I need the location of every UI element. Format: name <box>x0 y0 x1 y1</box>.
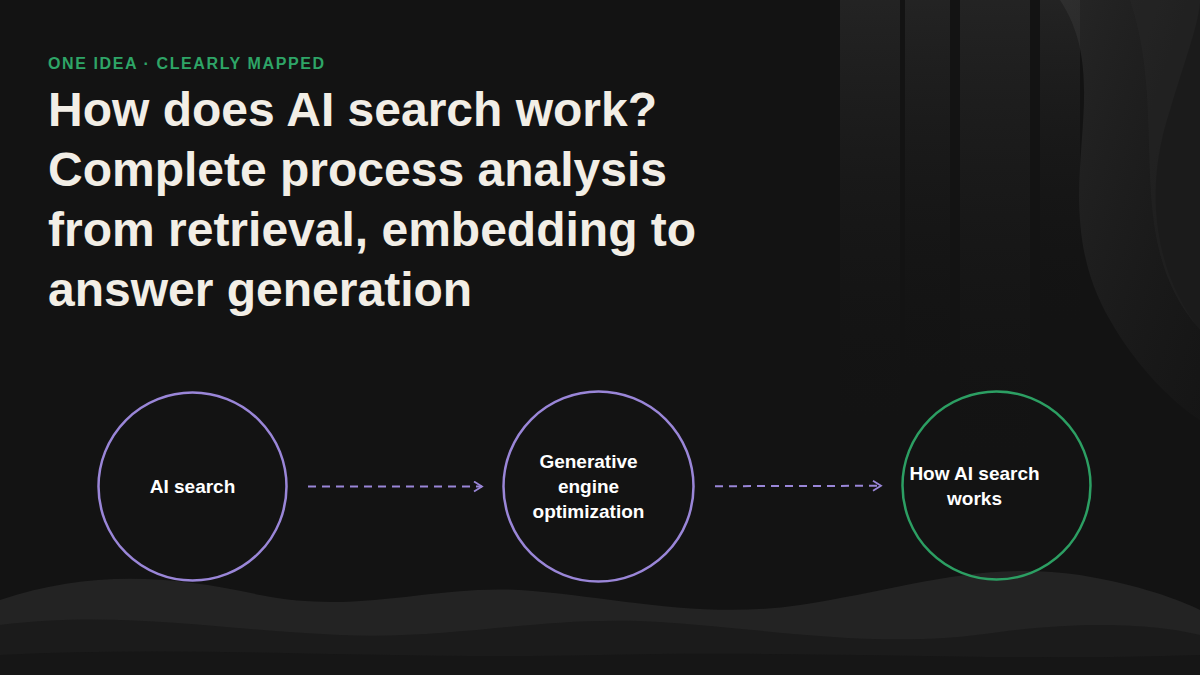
node-label: Generative engine optimization <box>519 449 659 524</box>
circle-content: How AI search works <box>901 390 1092 581</box>
concept-circle: Generative engine optimization <box>502 390 695 583</box>
node-label: AI search <box>128 474 258 499</box>
kicker-label: ONE IDEA · CLEARLY MAPPED <box>48 55 326 73</box>
background-wave <box>0 620 1200 675</box>
background-column <box>840 0 900 420</box>
background-wave <box>0 571 1200 675</box>
circle-shape <box>903 392 1091 580</box>
circle-outline <box>901 390 1092 581</box>
background-band <box>1130 0 1200 330</box>
circle-content: Generative engine optimization <box>502 390 695 583</box>
background-column <box>1040 0 1080 320</box>
circle-shape <box>99 393 287 581</box>
dashed-arrow <box>715 485 881 487</box>
background-column <box>905 0 950 380</box>
node-label: How AI search works <box>890 461 1060 511</box>
concept-circle: How AI search works <box>901 390 1092 581</box>
background-wave <box>0 651 1200 675</box>
page-title: How does AI search work? Complete proces… <box>48 80 708 320</box>
circle-content: AI search <box>97 391 288 582</box>
background-band <box>1060 0 1200 420</box>
circle-shape <box>504 392 694 582</box>
dashed-arrow <box>308 486 482 488</box>
concept-circle: AI search <box>97 391 288 582</box>
